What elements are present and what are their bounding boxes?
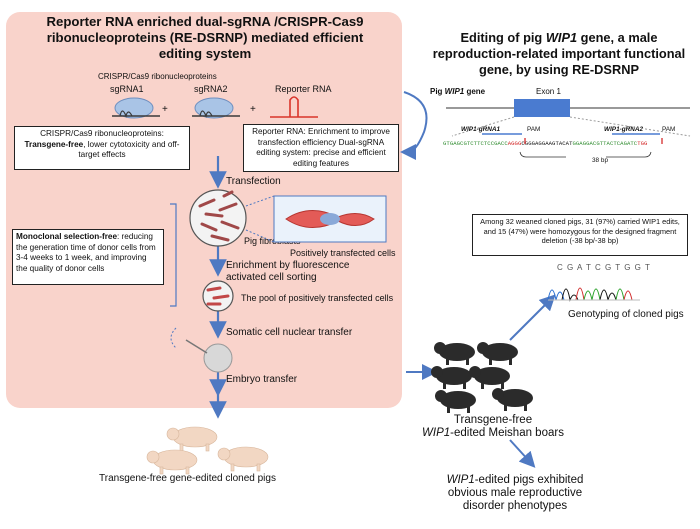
panel-title: Reporter RNA enriched dual-sgRNA /CRISPR… — [46, 14, 364, 61]
boar-icon — [469, 366, 510, 389]
boar-icon — [431, 366, 472, 389]
sgrna2-label: sgRNA2 — [194, 84, 228, 94]
wip1-sequence: GTGAGCGTCTTCTCCGACCAGGGCGGGAGGAAGTACATGG… — [443, 140, 647, 147]
rnp-feature-box: CRISPR/Cas9 ribonucleoproteins: Transgen… — [14, 126, 190, 170]
grna2-label: WIP1-gRNA2 — [604, 126, 644, 133]
monoclonal-bold: Monoclonal selection-free — [16, 232, 117, 241]
cloned-pig-icon — [146, 449, 198, 475]
boars-line1: Transgene-free — [453, 414, 533, 426]
boars-label: Transgene-free WIP1-edited Meishan boars — [418, 414, 568, 440]
seq-a: GTGAGCGTCTTCTCCGACC — [443, 140, 508, 147]
gene-label: Pig WIP1 gene — [430, 87, 485, 97]
reporter-box-text: Reporter RNA: Enrichment to improve tran… — [252, 127, 390, 168]
phenotype-rest: -edited pigs exhibited obvious male repr… — [447, 474, 584, 512]
pool-label: The pool of positively transfected cells — [241, 293, 394, 303]
boar-icon — [477, 342, 518, 365]
step-embryo-transfer: Embryo transfer — [226, 374, 298, 385]
step-scnt: Somatic cell nuclear transfer — [226, 327, 353, 338]
cloned-pig-icon — [166, 426, 218, 452]
step-transfection: Transfection — [226, 176, 281, 187]
boar-icon — [435, 390, 476, 413]
rnp-box-bold: Transgene-free — [24, 139, 84, 149]
rnp-header: CRISPR/Cas9 ribonucleoproteins — [98, 72, 217, 81]
phenotype-label: WIP1-edited pigs exhibited obvious male … — [440, 474, 590, 513]
pam1-label: PAM — [527, 126, 541, 133]
sgrna2-icon — [192, 97, 240, 119]
seq-e: TGG — [637, 140, 648, 147]
chromatogram-bases: C G A T C G T G G T — [557, 263, 651, 272]
reporter-rna-label: Reporter RNA — [275, 84, 332, 94]
right-title-gene: WIP1 — [545, 30, 578, 45]
seq-b: AGGG — [507, 140, 522, 147]
phenotype-gene: WIP1 — [446, 474, 475, 486]
boar-icon — [434, 342, 475, 365]
rnp-box-rest: , lower cytotoxicity and off-target effe… — [78, 139, 180, 160]
plus-sign-1: + — [162, 104, 168, 115]
deletion-size-label: 38 bp — [592, 157, 608, 164]
reporter-rna-icon — [270, 96, 318, 118]
cloned-pig-icon — [217, 446, 269, 472]
chromatogram — [547, 287, 640, 302]
right-title-post: gene, a male reproduction-related import… — [432, 30, 686, 77]
cloned-pigs-label: Transgene-free gene-edited cloned pigs — [99, 473, 276, 484]
gene-label-gene: WIP1 — [444, 87, 465, 96]
grna1-label: WIP1-gRNA1 — [461, 126, 501, 133]
plus-sign-2: + — [250, 104, 256, 115]
right-title: Editing of pig WIP1 gene, a male reprodu… — [418, 30, 700, 78]
transfection-dish — [189, 189, 247, 247]
meishan-boars-group — [431, 342, 533, 413]
sgrna1-label: sgRNA1 — [110, 84, 144, 94]
result-text: Among 32 weaned cloned pigs, 31 (97%) ca… — [480, 217, 680, 246]
curved-arrow — [400, 91, 428, 160]
cell-pool-dish — [202, 280, 234, 312]
cloned-pigs-group — [146, 426, 269, 475]
seq-c: CGGGAGGAAGTACAT — [521, 140, 573, 147]
exon-label: Exon 1 — [536, 87, 561, 96]
boars-gene: WIP1 — [422, 427, 451, 439]
genotyping-label: Genotyping of cloned pigs — [568, 309, 684, 320]
monoclonal-free-box: Monoclonal selection-free: reducing the … — [12, 229, 164, 285]
pam2-label: PAM — [662, 126, 676, 133]
right-arrows — [406, 294, 556, 468]
boars-rest: -edited Meishan boars — [450, 427, 564, 439]
seq-d: GGAGGACGTTACTCAGATC — [572, 140, 638, 147]
gene-label-pre: Pig — [430, 87, 445, 96]
step-enrichment: Enrichment by fluorescence activated cel… — [226, 260, 350, 283]
monoclonal-bracket — [170, 203, 177, 307]
positively-transfected-label: Positively transfected cells — [290, 248, 396, 258]
reporter-feature-box: Reporter RNA: Enrichment to improve tran… — [243, 124, 399, 172]
right-title-pre: Editing of pig — [460, 30, 546, 45]
rnp-box-line1: CRISPR/Cas9 ribonucleoproteins: — [40, 129, 164, 138]
gene-label-post: gene — [464, 87, 486, 96]
result-box: Among 32 weaned cloned pigs, 31 (97%) ca… — [472, 214, 688, 256]
sgrna1-icon — [112, 97, 160, 119]
wip1-gene-structure — [446, 99, 691, 158]
oocyte-icon — [170, 327, 233, 373]
transfected-cell-inset — [245, 195, 387, 243]
boar-icon — [492, 388, 533, 411]
monoclonal-rest: : reducing the generation time of donor … — [16, 232, 156, 273]
